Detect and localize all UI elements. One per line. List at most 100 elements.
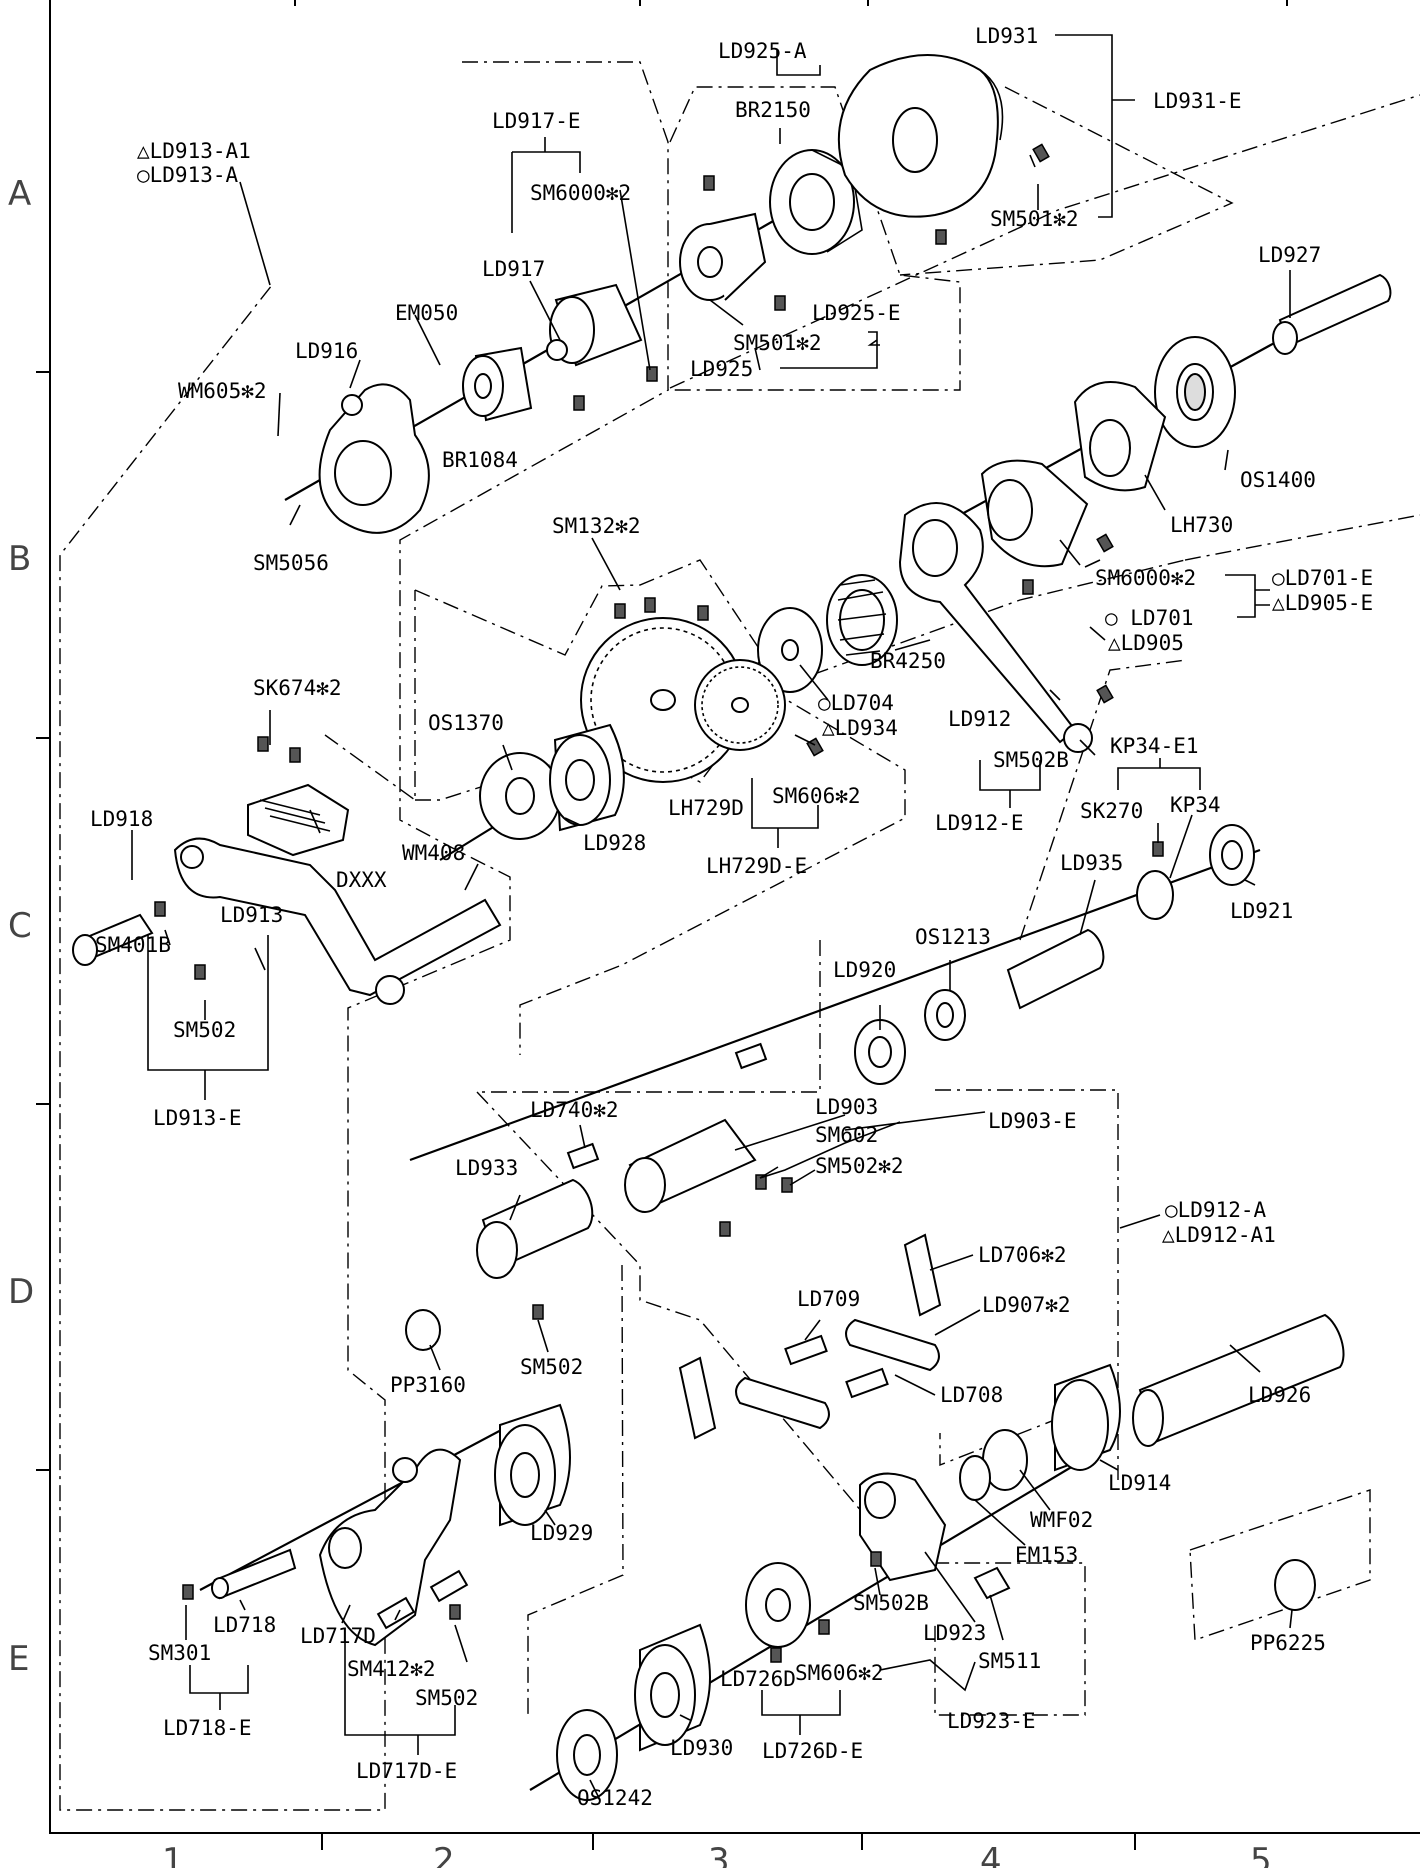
label-ld933: LD933 <box>455 1156 518 1180</box>
label-ld726d-e: LD726D-E <box>762 1739 863 1763</box>
label-ld701-e: ○LD701-E <box>1272 566 1373 590</box>
label-ld740-2: LD740✻2 <box>530 1098 619 1122</box>
set-screws <box>154 143 1164 1663</box>
label-ld717d-e: LD717D-E <box>356 1759 457 1783</box>
ld740-pin <box>566 1142 600 1170</box>
label-ld718: LD718 <box>213 1613 276 1637</box>
label-ld913: LD913 <box>220 903 283 927</box>
label-ld905-e: △LD905-E <box>1272 591 1373 615</box>
column-label-1: 1 <box>162 1841 184 1868</box>
label-sm6000-2-right: SM6000✻2 <box>1095 566 1196 590</box>
label-ld903: LD903 <box>815 1095 878 1119</box>
label-sm606-2-top: SM606✻2 <box>772 784 861 808</box>
label-kp34: KP34 <box>1170 793 1221 817</box>
label-ld912-a1: △LD912-A1 <box>1162 1223 1276 1247</box>
label-ld926: LD926 <box>1248 1383 1311 1407</box>
label-os1400: OS1400 <box>1240 468 1316 492</box>
label-sm511: SM511 <box>978 1649 1041 1673</box>
label-ld914: LD914 <box>1108 1471 1171 1495</box>
label-os1370: OS1370 <box>428 711 504 735</box>
label-ld925: LD925 <box>690 357 753 381</box>
label-ld918: LD918 <box>90 807 153 831</box>
label-sk674-2: SK674✻2 <box>253 676 342 700</box>
ld706-link-lower <box>678 1356 717 1440</box>
label-sm502-bot: SM502 <box>415 1686 478 1710</box>
label-em153: EM153 <box>1015 1543 1078 1567</box>
label-ld931: LD931 <box>975 24 1038 48</box>
label-sm606-2-bot: SM606✻2 <box>795 1661 884 1685</box>
row-label-a: A <box>8 174 31 214</box>
label-ld726d: LD726D <box>720 1667 796 1691</box>
label-ld913-a1: △LD913-A1 <box>137 139 251 163</box>
label-wmf02: WMF02 <box>1030 1508 1093 1532</box>
label-ld923: LD923 <box>923 1621 986 1645</box>
label-sm6000-2-top: SM6000✻2 <box>530 181 631 205</box>
label-sm502-left: SM502 <box>173 1018 236 1042</box>
row-e-parts <box>211 1363 1316 1801</box>
label-ld907-2: LD907✻2 <box>982 1293 1071 1317</box>
row-label-b: B <box>8 539 31 579</box>
ld717d-crank <box>318 1448 462 1647</box>
row-c-parts <box>72 783 1255 1085</box>
label-ld708: LD708 <box>940 1383 1003 1407</box>
label-ld913-a: ○LD913-A <box>137 163 239 187</box>
label-sm602: SM602 <box>815 1123 878 1147</box>
label-pp3160: PP3160 <box>390 1373 466 1397</box>
gear-assembly <box>479 617 786 840</box>
label-ld917-e: LD917-E <box>492 109 581 133</box>
pp3160-plug <box>405 1309 441 1351</box>
row-d-parts <box>405 1042 1345 1447</box>
row-label-d: D <box>8 1272 34 1312</box>
ld907-link-upper <box>845 1318 940 1372</box>
label-sm501-2-mid: SM501✻2 <box>733 331 822 355</box>
label-sm412-2: SM412✻2 <box>347 1657 436 1681</box>
column-label-4: 4 <box>980 1841 1002 1868</box>
label-pp6225: PP6225 <box>1250 1631 1326 1655</box>
em153-ring <box>959 1455 991 1501</box>
ld708-pin <box>845 1367 889 1399</box>
label-dxxx: DXXX <box>336 868 387 892</box>
label-sm502-2: SM502✻2 <box>815 1154 904 1178</box>
label-sk270: SK270 <box>1080 799 1143 823</box>
label-ld912-a: ○LD912-A <box>1165 1198 1267 1222</box>
label-os1213: OS1213 <box>915 925 991 949</box>
label-ld934: △LD934 <box>822 716 898 740</box>
label-ld927: LD927 <box>1258 243 1321 267</box>
label-lh729d: LH729D <box>668 796 744 820</box>
label-os1242: OS1242 <box>577 1786 653 1810</box>
label-ld925-e: LD925-E <box>812 301 901 325</box>
label-wm408: WM408 <box>402 841 465 865</box>
leader-lines <box>131 34 1293 1801</box>
assembly-boundaries <box>59 61 1420 1811</box>
label-sm501-2-top: SM501✻2 <box>990 207 1079 231</box>
label-kp34-e1: KP34-E1 <box>1110 734 1199 758</box>
label-ld930: LD930 <box>670 1736 733 1760</box>
label-br4250: BR4250 <box>870 649 946 673</box>
label-ld912-e: LD912-E <box>935 811 1024 835</box>
label-sm301: SM301 <box>148 1641 211 1665</box>
label-br1084: BR1084 <box>442 448 518 472</box>
ld709-pin <box>784 1334 828 1366</box>
label-sm401b: SM401B <box>95 933 171 957</box>
ld935-shaft <box>1006 928 1105 1010</box>
label-ld913-e: LD913-E <box>153 1106 242 1130</box>
ld907-link-lower <box>735 1376 830 1430</box>
drawing-frame <box>36 0 1420 1850</box>
label-ld704: ○LD704 <box>818 691 894 715</box>
label-ld903-e: LD903-E <box>988 1109 1077 1133</box>
label-ld717d: LD717D <box>300 1624 376 1648</box>
label-ld921: LD921 <box>1230 899 1293 923</box>
column-label-5: 5 <box>1250 1841 1272 1868</box>
dxxx-feed-dog <box>247 783 350 857</box>
label-ld920: LD920 <box>833 958 896 982</box>
row-b-parts <box>757 273 1392 753</box>
label-ld701: ○ LD701 <box>1105 606 1194 630</box>
part-labels: △LD913-A1 ○LD913-A LD917-E SM6000✻2 LD91… <box>90 24 1373 1810</box>
row-label-e: E <box>8 1639 29 1679</box>
column-label-2: 2 <box>433 1841 455 1868</box>
label-lh730: LH730 <box>1170 513 1233 537</box>
label-ld916: LD916 <box>295 339 358 363</box>
label-ld929: LD929 <box>530 1521 593 1545</box>
label-ld709: LD709 <box>797 1287 860 1311</box>
